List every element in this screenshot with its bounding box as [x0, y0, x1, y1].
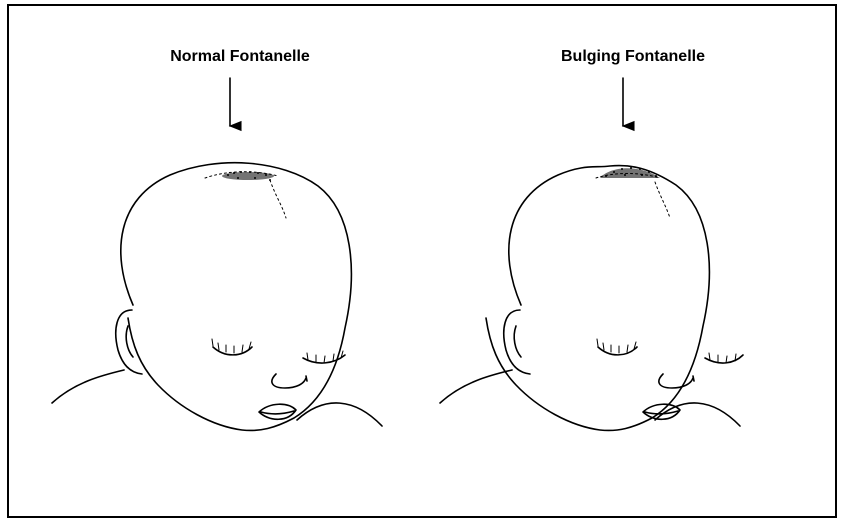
infant-head-normal [52, 78, 382, 431]
suture-bulging [655, 182, 670, 218]
ear-inner-bulging [514, 326, 521, 357]
shoulder-right [440, 370, 512, 403]
suture-normal [270, 180, 286, 218]
eye-right-bulging [705, 355, 743, 363]
shoulder-left [52, 370, 124, 403]
head-outline-bulging [486, 166, 709, 431]
head-outline-normal [121, 163, 352, 431]
infant-head-bulging [440, 78, 743, 431]
nose-bulging [659, 374, 694, 388]
nose-normal [272, 374, 307, 388]
mouth-normal [259, 404, 296, 419]
ear-bulging [504, 310, 530, 374]
